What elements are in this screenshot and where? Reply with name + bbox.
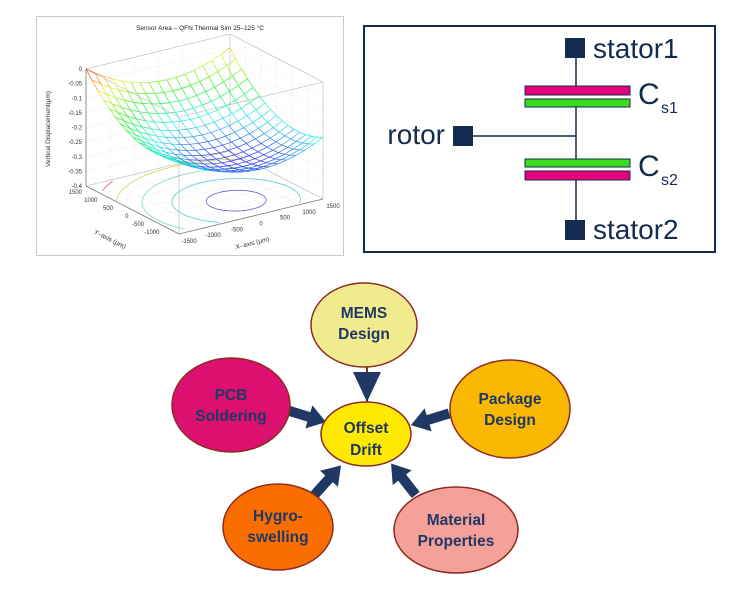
capacitor-schematic: stator1 C s1 rotor C s2 stator2 [363,25,716,253]
node-package-design-line1: Package [479,391,542,408]
cap-cs1-subscript: s1 [661,100,678,117]
arrow-from-mems-design [353,372,381,402]
stator1-label: stator1 [593,33,679,64]
schematic-border [363,25,716,253]
svg-text:-0.3: -0.3 [72,155,83,161]
node-package-design [449,359,571,459]
cap-cs2-label: C [638,150,660,183]
svg-text:Vertical Displacement(μm): Vertical Displacement(μm) [45,91,52,167]
cap-cs1-bottom-plate [524,98,631,108]
node-offset-drift-line2: Drift [350,442,382,459]
svg-text:-500: -500 [231,227,244,233]
arrow-from-pcb-soldering [286,405,327,429]
svg-text:-0.25: -0.25 [68,140,82,146]
rotor-label: rotor [387,119,445,150]
arrow-from-material-properties [391,463,420,499]
node-pcb-soldering-line2: Soldering [195,408,266,425]
node-mems-design-line2: Design [338,326,390,343]
node-mems-design-line1: MEMS [341,305,388,322]
node-pcb-soldering [171,357,291,453]
stator2-label: stator2 [593,214,679,245]
svg-text:500: 500 [280,216,291,222]
svg-text:-0.35: -0.35 [68,169,82,175]
thermal-sim-3d-surface-chart: 0-0.05-0.1-0.15-0.2-0.25-0.3-0.35-0.4150… [45,24,340,251]
svg-text:-0.15: -0.15 [68,111,82,117]
svg-text:1500: 1500 [326,204,340,210]
svg-text:Y–axis (μm): Y–axis (μm) [93,229,127,251]
cap-cs2-subscript: s2 [661,172,678,189]
svg-text:500: 500 [103,206,114,212]
svg-text:1000: 1000 [84,198,98,204]
arrow-from-hygro-swelling [310,465,342,499]
node-offset-drift-line1: Offset [344,420,389,437]
node-material-properties-line1: Material [427,512,486,529]
node-pcb-soldering-line1: PCB [215,387,248,404]
svg-text:-500: -500 [132,222,145,228]
offset-drift-concept-map: MEMS Design PCB Soldering Package Design… [171,282,571,574]
svg-text:Sensor Area – QFN Thermal Sim: Sensor Area – QFN Thermal Sim 25–125 °C [136,24,264,32]
svg-text:1500: 1500 [69,190,83,196]
node-hygro-swelling [222,483,334,571]
stator1-node-square [565,38,585,58]
svg-text:-0.4: -0.4 [72,184,83,190]
arrow-from-package-design [410,408,451,432]
svg-text:0: 0 [259,222,263,228]
svg-text:X–axis (μm): X–axis (μm) [235,236,270,251]
node-package-design-line2: Design [484,412,536,429]
svg-text:-1000: -1000 [144,230,160,236]
svg-text:1000: 1000 [302,210,316,216]
svg-text:-1000: -1000 [205,233,221,239]
node-material-properties [393,486,519,574]
node-hygro-swelling-line1: Hygro- [253,508,303,525]
node-material-properties-line2: Properties [418,533,495,550]
cap-cs2-top-plate [524,158,631,168]
svg-text:0: 0 [79,67,83,73]
cap-cs1-top-plate [524,85,631,96]
svg-text:0: 0 [125,214,129,220]
rotor-node-square [453,126,473,146]
node-mems-design [310,282,418,368]
node-hygro-swelling-line2: swelling [247,529,308,546]
cap-cs2-bottom-plate [524,170,631,181]
node-offset-drift [320,401,412,467]
svg-text:-1500: -1500 [181,239,197,245]
cap-cs1-label: C [638,78,660,111]
svg-text:-0.2: -0.2 [72,126,83,132]
svg-text:-0.05: -0.05 [68,82,82,88]
svg-text:-0.1: -0.1 [72,96,83,102]
stator2-node-square [565,220,585,240]
